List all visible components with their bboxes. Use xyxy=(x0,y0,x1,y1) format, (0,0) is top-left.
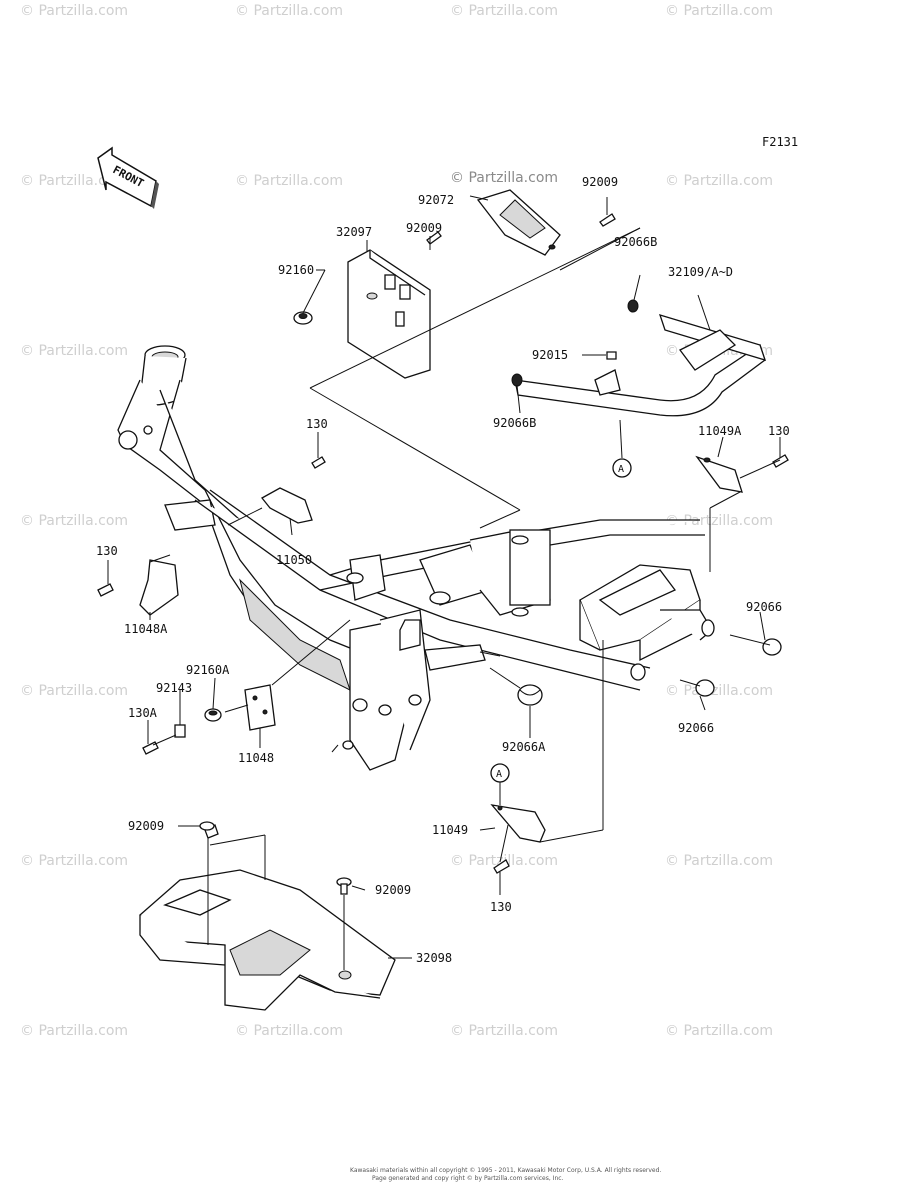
callout-92009: 92009 xyxy=(582,175,618,189)
part-11050-bracket xyxy=(261,456,326,524)
watermark: © Partzilla.com xyxy=(235,1023,343,1039)
callout-11050: 11050 xyxy=(276,553,312,567)
watermark: © Partzilla.com xyxy=(20,173,128,189)
watermark: © Partzilla.com xyxy=(235,173,343,189)
callout-92066B: 92066B xyxy=(614,235,657,249)
callout-92143: 92143 xyxy=(156,681,192,695)
ref-a-label: A xyxy=(496,769,502,780)
callout-92066: 92066 xyxy=(678,721,714,735)
watermark: © Partzilla.com xyxy=(665,513,773,529)
main-frame xyxy=(117,345,715,771)
cap-92066A-icon xyxy=(517,684,543,706)
footer-copyright: Kawasaki materials within all copyright … xyxy=(350,1167,661,1174)
watermark: © Partzilla.com xyxy=(20,683,128,699)
watermark: © Partzilla.com xyxy=(450,1023,558,1039)
footer-copyright-2: Page generated and copy right © by Partz… xyxy=(372,1175,564,1182)
grommet-92160-icon xyxy=(293,311,313,325)
leader-lines xyxy=(107,195,781,970)
callout-92160: 92160 xyxy=(278,263,314,277)
callout-11048A: 11048A xyxy=(124,622,168,636)
callout-32097: 32097 xyxy=(336,225,372,239)
watermark: © Partzilla.com xyxy=(235,3,343,19)
callout-130: 130 xyxy=(490,900,512,914)
watermark: © Partzilla.com xyxy=(20,1023,128,1039)
cap-92066-icon xyxy=(695,679,715,697)
part-32098-tray xyxy=(139,821,396,1011)
callout-11049A: 11049A xyxy=(698,424,742,438)
callout-92066B: 92066B xyxy=(493,416,536,430)
part-11048A-bracket xyxy=(97,559,179,616)
callout-130: 130 xyxy=(768,424,790,438)
watermark: © Partzilla.com xyxy=(665,853,773,869)
callout-32109: 32109/A~D xyxy=(668,265,733,279)
part-11049-bracket xyxy=(490,804,546,874)
watermark-center: © Partzilla.com xyxy=(450,170,558,186)
watermark: © Partzilla.com xyxy=(665,1023,773,1039)
callout-92009: 92009 xyxy=(375,883,411,897)
callout-92072: 92072 xyxy=(418,193,454,207)
callout-11049: 11049 xyxy=(432,823,468,837)
watermark: © Partzilla.com xyxy=(665,3,773,19)
callout-32098: 32098 xyxy=(416,951,452,965)
callout-92160A: 92160A xyxy=(186,663,230,677)
ref-a-label: A xyxy=(618,464,624,475)
watermark: © Partzilla.com xyxy=(450,3,558,19)
watermark: © Partzilla.com xyxy=(20,3,128,19)
watermark: © Partzilla.com xyxy=(665,173,773,189)
front-arrow-icon: FRONT xyxy=(97,146,159,209)
figure-code: F2131 xyxy=(762,135,798,149)
reference-a-marker-top: A xyxy=(612,458,632,478)
bolt-92009-icon xyxy=(599,213,616,227)
reference-a-marker-bottom: A xyxy=(490,763,510,805)
part-32109-bracket xyxy=(511,299,767,417)
watermark: © Partzilla.com xyxy=(665,683,773,699)
callout-92009: 92009 xyxy=(406,221,442,235)
watermark: © Partzilla.com xyxy=(20,343,128,359)
watermark: © Partzilla.com xyxy=(20,853,128,869)
callout-130: 130 xyxy=(306,417,328,431)
callout-11048: 11048 xyxy=(238,751,274,765)
watermark: © Partzilla.com xyxy=(20,513,128,529)
callout-92009: 92009 xyxy=(128,819,164,833)
callout-130: 130 xyxy=(96,544,118,558)
callout-130A: 130A xyxy=(128,706,158,720)
callout-92066: 92066 xyxy=(746,600,782,614)
part-11048-bracket xyxy=(244,684,276,731)
cap-92066-icon xyxy=(762,638,782,656)
part-92072-plate xyxy=(476,189,561,256)
part-11049A-bracket xyxy=(695,454,789,493)
callout-labels: 92009 92072 32097 92009 92160 92066B 321… xyxy=(96,175,790,965)
callout-92015: 92015 xyxy=(532,348,568,362)
grommet-92160A-icon xyxy=(204,708,222,722)
part-32097-box xyxy=(347,249,431,379)
collar-92143-icon xyxy=(174,724,186,738)
callout-92066A: 92066A xyxy=(502,740,546,754)
